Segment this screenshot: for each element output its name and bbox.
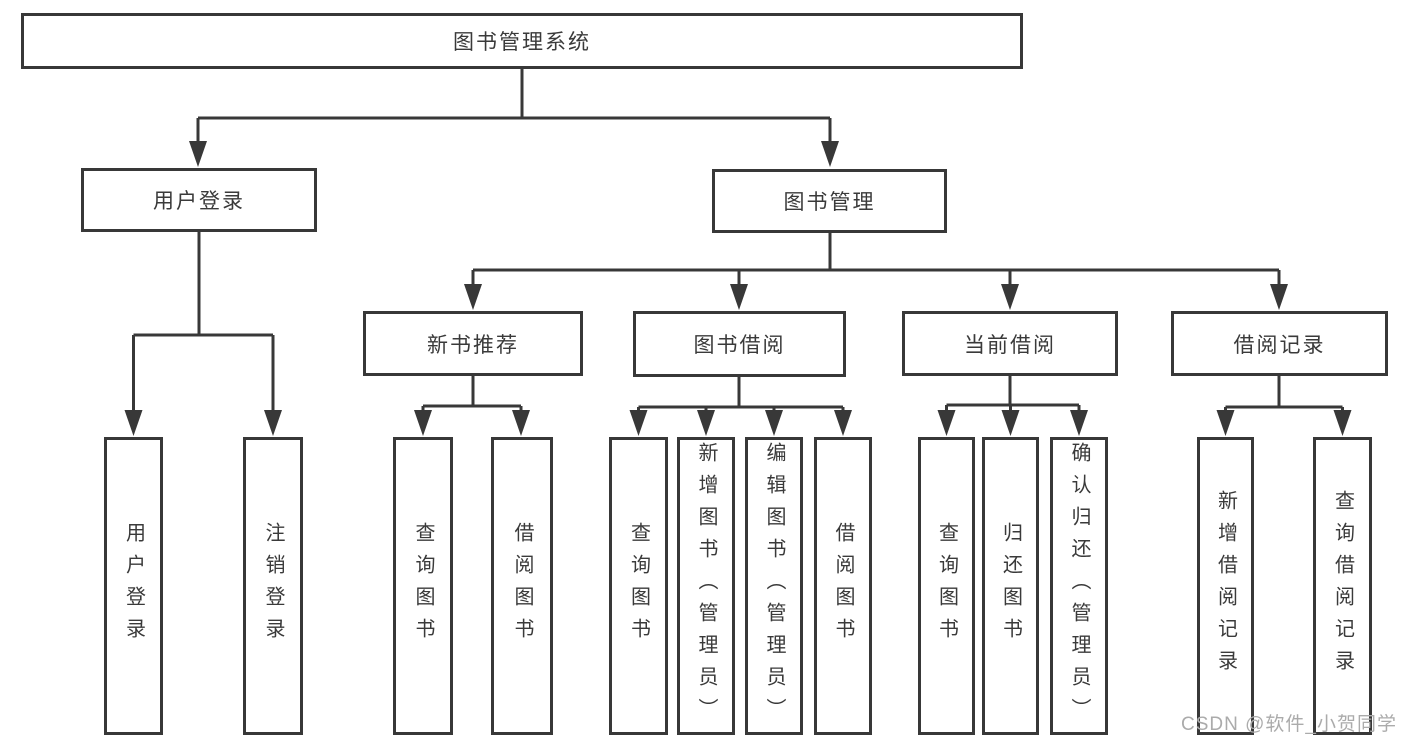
leaf-add-borrow-record: 新增借阅记录 bbox=[1197, 437, 1254, 735]
node-current-borrow: 当前借阅 bbox=[902, 311, 1118, 376]
leaf-query-borrow-record-label: 查询借阅记录 bbox=[1331, 490, 1354, 682]
arrow-down-icon bbox=[1001, 284, 1019, 310]
leaf-logout: 注销登录 bbox=[243, 437, 303, 735]
leaf-add-books-admin-label: 新增图书（管理员） bbox=[695, 442, 717, 730]
connector-current-borrow-split bbox=[945, 374, 1081, 413]
node-root: 图书管理系统 bbox=[21, 13, 1023, 69]
arrow-down-icon bbox=[189, 141, 207, 167]
arrow-down-icon bbox=[697, 410, 715, 436]
leaf-user-login: 用户登录 bbox=[104, 437, 163, 735]
arrow-down-icon bbox=[512, 410, 530, 436]
leaf-logout-label: 注销登录 bbox=[262, 522, 284, 650]
arrow-down-icon bbox=[264, 410, 282, 436]
arrow-down-icon bbox=[414, 410, 432, 436]
leaf-edit-books-admin-label: 编辑图书（管理员） bbox=[763, 442, 785, 730]
arrow-down-icon bbox=[629, 410, 648, 436]
node-book-management-label: 图书管理 bbox=[783, 191, 876, 214]
arrow-down-icon bbox=[124, 410, 143, 436]
connector-new-book-split bbox=[421, 374, 523, 413]
leaf-confirm-return-admin-label: 确认归还（管理员） bbox=[1068, 442, 1090, 730]
node-book-borrow: 图书借阅 bbox=[633, 311, 846, 377]
leaf-return-books: 归还图书 bbox=[982, 437, 1039, 735]
node-book-borrow-label: 图书借阅 bbox=[693, 334, 786, 357]
connector-book-borrow-split bbox=[637, 375, 845, 413]
arrow-down-icon bbox=[821, 141, 839, 167]
leaf-query-books-borrow-label: 查询图书 bbox=[627, 522, 650, 650]
leaf-query-books-current-label: 查询图书 bbox=[935, 522, 958, 650]
arrowheads bbox=[124, 141, 1352, 436]
node-user-login-label: 用户登录 bbox=[153, 190, 245, 213]
node-user-login: 用户登录 bbox=[81, 168, 317, 232]
leaf-borrow-books: 借阅图书 bbox=[814, 437, 872, 735]
leaf-user-login-label: 用户登录 bbox=[122, 522, 145, 650]
connector-borrow-records-split bbox=[1224, 374, 1344, 413]
leaf-add-borrow-record-label: 新增借阅记录 bbox=[1214, 490, 1237, 682]
node-current-borrow-label: 当前借阅 bbox=[964, 333, 1056, 357]
leaf-edit-books-admin: 编辑图书（管理员） bbox=[745, 437, 803, 735]
arrow-down-icon bbox=[834, 410, 852, 436]
node-borrow-records-label: 借阅记录 bbox=[1233, 333, 1326, 357]
leaf-confirm-return-admin: 确认归还（管理员） bbox=[1050, 437, 1108, 735]
arrow-down-icon bbox=[464, 284, 482, 310]
leaf-add-books-admin: 新增图书（管理员） bbox=[677, 437, 735, 735]
arrow-down-icon bbox=[937, 410, 956, 436]
connector-root-split bbox=[196, 67, 832, 144]
arrow-down-icon bbox=[1270, 284, 1288, 310]
connector-user-login-split bbox=[132, 230, 275, 413]
arrow-down-icon bbox=[1001, 410, 1020, 436]
arrow-down-icon bbox=[1333, 410, 1352, 436]
leaf-borrow-books-recommend-label: 借阅图书 bbox=[511, 522, 533, 650]
csdn-watermark: CSDN @软件_小贺同学 bbox=[1181, 714, 1397, 735]
arrow-down-icon bbox=[1216, 410, 1235, 436]
leaf-query-books-current: 查询图书 bbox=[918, 437, 975, 735]
node-root-label: 图书管理系统 bbox=[453, 31, 591, 54]
leaf-query-borrow-record: 查询借阅记录 bbox=[1313, 437, 1372, 735]
node-book-management: 图书管理 bbox=[712, 169, 947, 233]
node-new-book-recommend: 新书推荐 bbox=[363, 311, 583, 376]
leaf-return-books-label: 归还图书 bbox=[999, 522, 1022, 650]
leaf-query-books-borrow: 查询图书 bbox=[609, 437, 668, 735]
arrow-down-icon bbox=[765, 410, 783, 436]
arrow-down-icon bbox=[1070, 410, 1088, 436]
arrow-down-icon bbox=[730, 284, 748, 310]
leaf-borrow-books-label: 借阅图书 bbox=[832, 522, 854, 650]
node-new-book-recommend-label: 新书推荐 bbox=[427, 333, 519, 357]
connector-book-mgmt-split bbox=[471, 231, 1281, 287]
leaf-borrow-books-recommend: 借阅图书 bbox=[491, 437, 553, 735]
leaf-query-books-recommend: 查询图书 bbox=[393, 437, 453, 735]
leaf-query-books-recommend-label: 查询图书 bbox=[412, 522, 434, 650]
node-borrow-records: 借阅记录 bbox=[1171, 311, 1388, 376]
